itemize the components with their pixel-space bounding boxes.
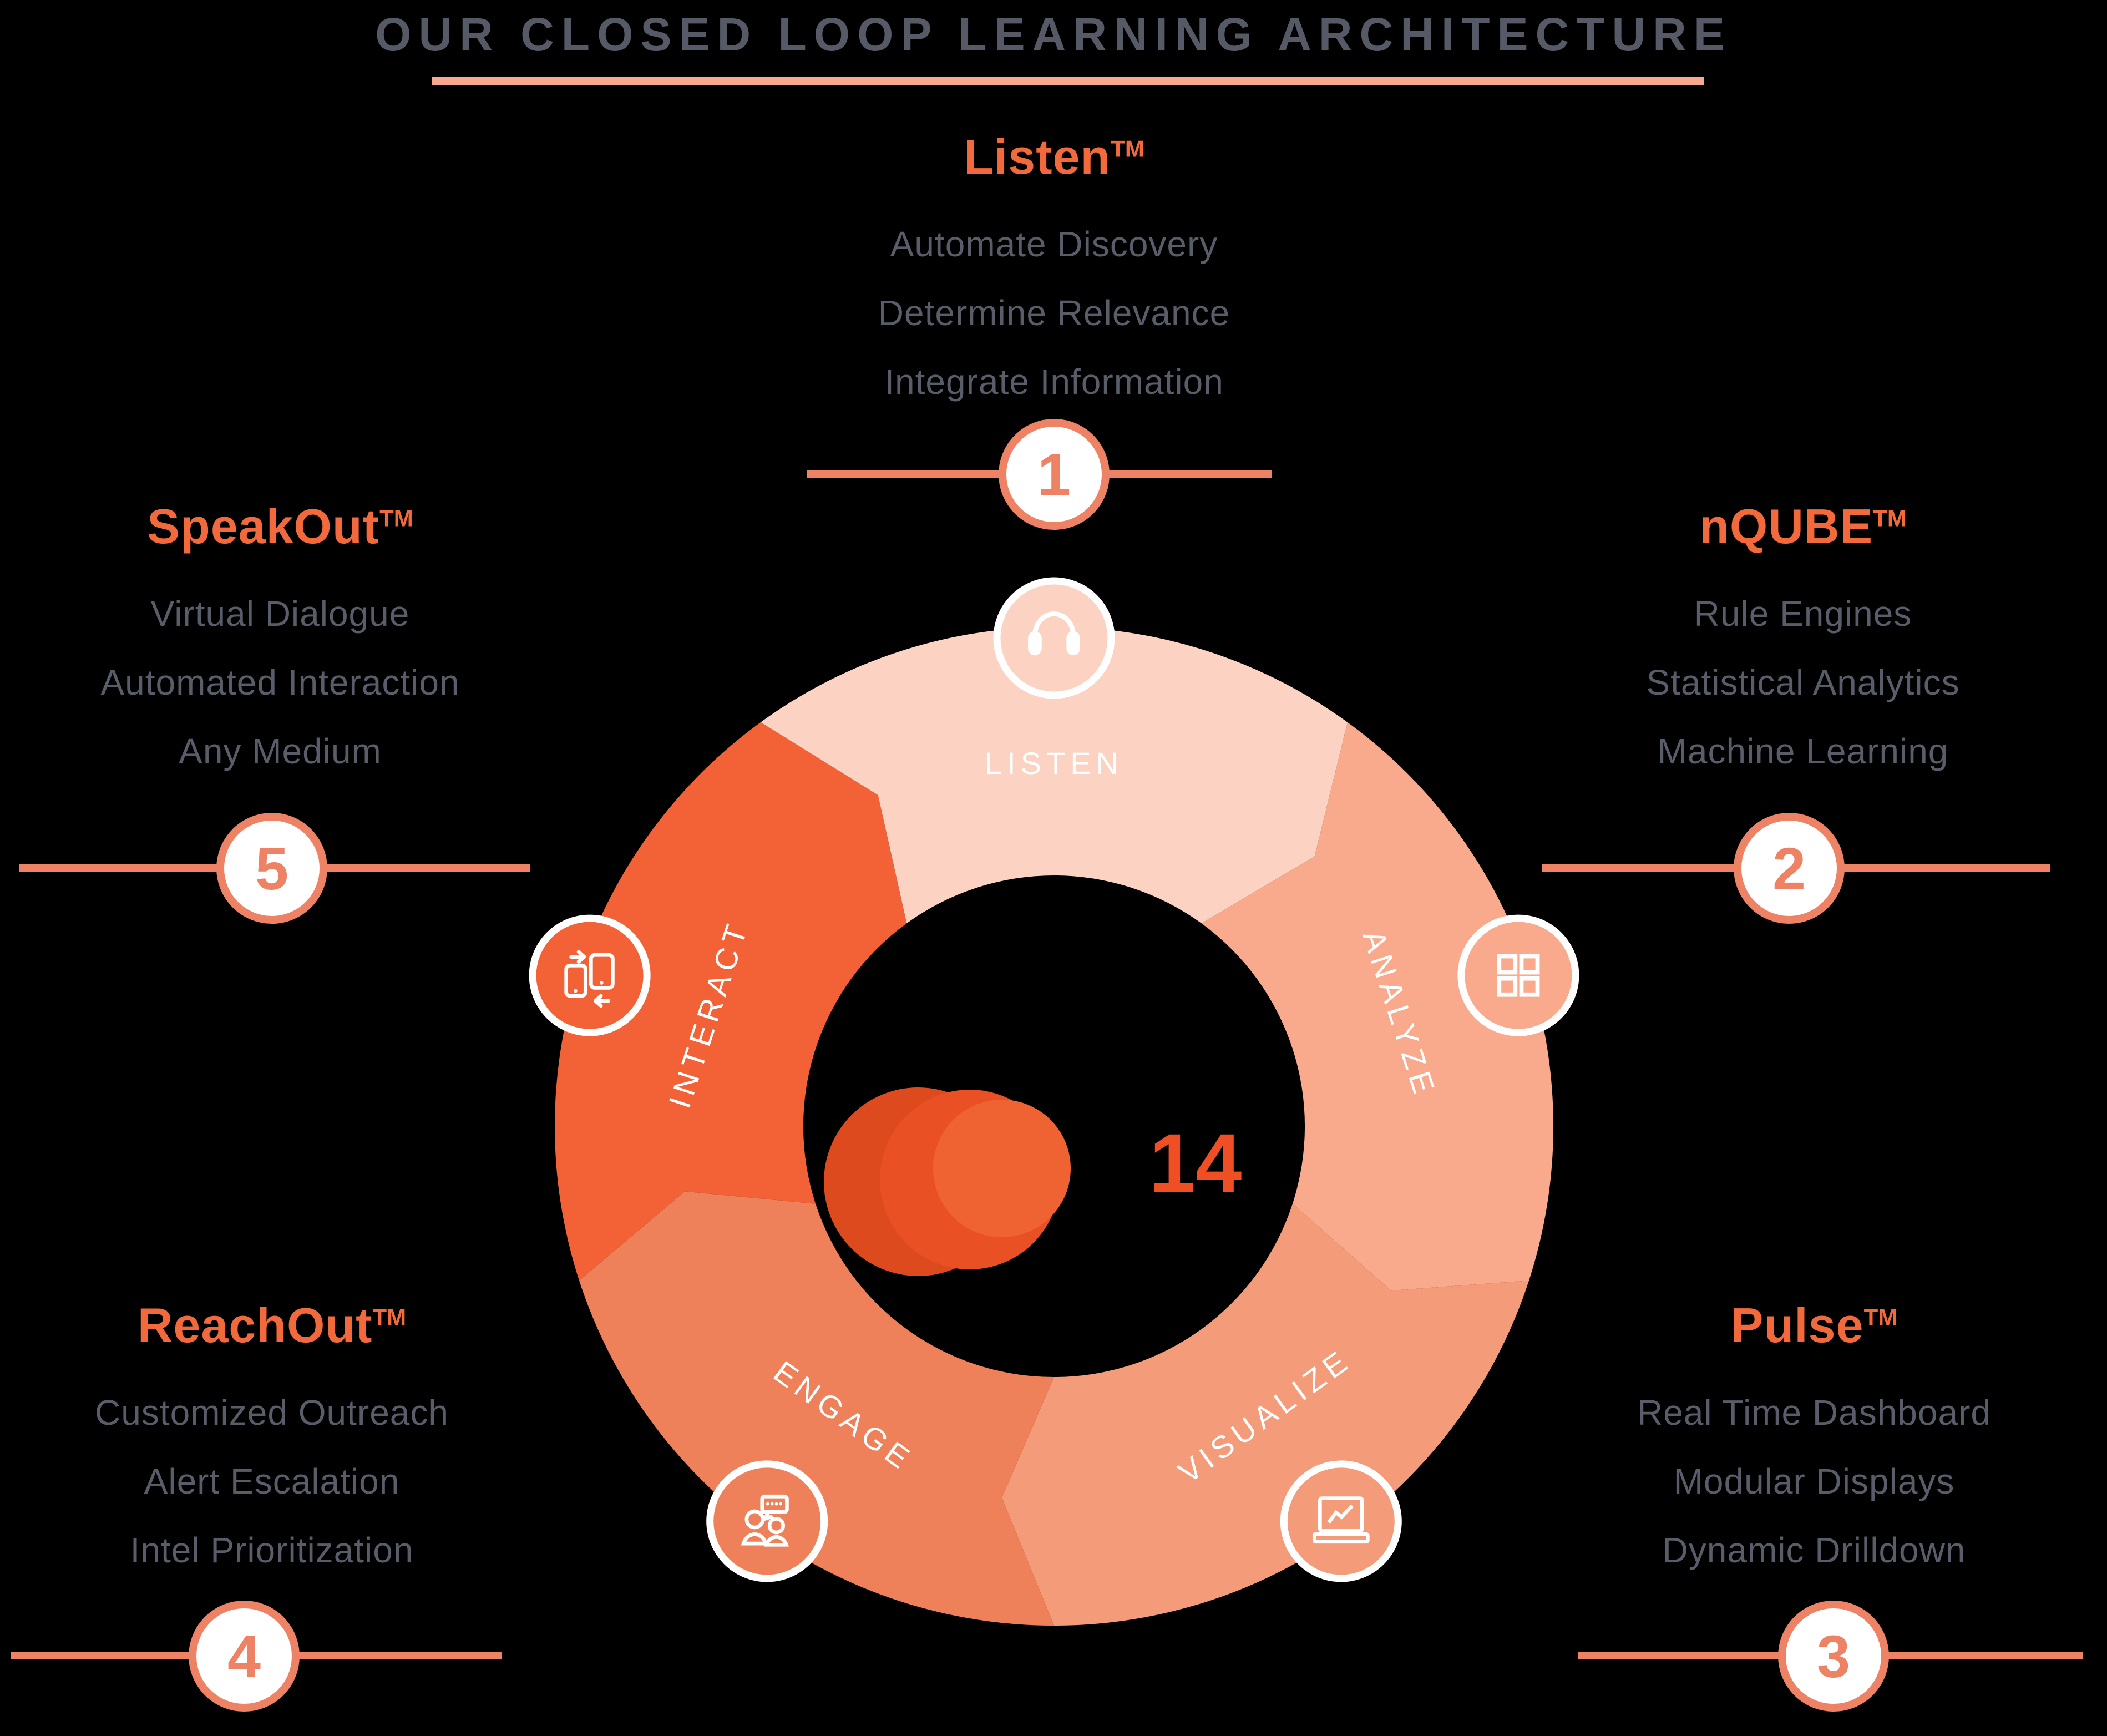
step-number: 5: [255, 834, 289, 902]
connector-step-4: 4: [11, 1601, 502, 1712]
connector-step-5: 5: [19, 813, 530, 924]
badge-engage: [706, 1460, 828, 1582]
badge-analyze: [1457, 914, 1579, 1036]
badge-listen: [993, 577, 1115, 699]
product-name-pulse: PulseTM: [1730, 1298, 1898, 1353]
ring-segments: [554, 627, 1554, 1626]
connector-step-2: 2: [1542, 813, 2050, 924]
feature-item: Automated Interaction: [100, 662, 460, 702]
feature-list-speakout: Virtual Dialogue Automated Interaction A…: [0, 579, 585, 786]
step-number: 2: [1772, 834, 1806, 902]
segment-visualize: [1001, 1203, 1529, 1626]
section-reachout: ReachOutTM Customized Outreach Alert Esc…: [0, 1297, 577, 1585]
section-speakout: SpeakOutTM Virtual Dialogue Automated In…: [0, 498, 585, 786]
feature-item: Virtual Dialogue: [150, 594, 410, 634]
section-listen: ListenTM Automate Discovery Determine Re…: [693, 129, 1415, 416]
step-number: 3: [1816, 1622, 1851, 1690]
badge-visualize: [1280, 1460, 1402, 1582]
feature-list-pulse: Real Time Dashboard Modular Displays Dyn…: [1509, 1378, 2107, 1585]
feature-item: Integrate Information: [884, 362, 1224, 402]
step-number-circle: 4: [189, 1601, 300, 1712]
feature-item: Any Medium: [179, 731, 382, 771]
feature-list-listen: Automate Discovery Determine Relevance I…: [693, 210, 1415, 416]
product-name-listen: ListenTM: [964, 129, 1144, 184]
feature-item: Determine Relevance: [878, 293, 1230, 333]
feature-item: Alert Escalation: [144, 1461, 400, 1501]
connector-step-1: 1: [807, 419, 1272, 530]
feature-item: Statistical Analytics: [1646, 662, 1960, 702]
ring-label-listen: LISTEN: [985, 746, 1123, 781]
step-number: 4: [227, 1622, 261, 1690]
ring-center: 14: [824, 1087, 1242, 1276]
trademark: TM: [372, 1304, 407, 1330]
trademark: TM: [1863, 1304, 1898, 1330]
product-name-nqube: nQUBETM: [1699, 499, 1907, 554]
feature-item: Machine Learning: [1657, 731, 1949, 771]
section-nqube: nQUBETM Rule Engines Statistical Analyti…: [1498, 498, 2107, 786]
feature-item: Rule Engines: [1694, 594, 1912, 634]
segment-analyze: [1201, 722, 1554, 1291]
segment-listen: [761, 627, 1348, 924]
trademark: TM: [1111, 135, 1144, 162]
step-number: 1: [1037, 441, 1071, 508]
feature-item: Customized Outreach: [95, 1393, 449, 1433]
segment-engage: [579, 1191, 1054, 1626]
product-name-reachout: ReachOutTM: [137, 1298, 407, 1353]
segment-interact: [554, 722, 907, 1281]
trademark: TM: [1873, 505, 1907, 532]
center-logo-blob: [933, 1100, 1071, 1237]
feature-item: Automate Discovery: [890, 224, 1218, 264]
connector-step-3: 3: [1578, 1601, 2083, 1712]
feature-list-reachout: Customized Outreach Alert Escalation Int…: [0, 1378, 577, 1585]
product-name-speakout: SpeakOutTM: [147, 499, 413, 554]
section-pulse: PulseTM Real Time Dashboard Modular Disp…: [1509, 1297, 2107, 1585]
trademark: TM: [379, 505, 413, 532]
feature-item: Real Time Dashboard: [1637, 1393, 1991, 1433]
title-underline: [432, 77, 1704, 85]
feature-list-nqube: Rule Engines Statistical Analytics Machi…: [1498, 579, 2107, 786]
feature-item: Intel Prioritization: [130, 1530, 414, 1570]
feature-item: Modular Displays: [1673, 1461, 1955, 1501]
ring-badges: [529, 577, 1579, 1582]
feature-item: Dynamic Drilldown: [1662, 1530, 1966, 1570]
center-number: 14: [1149, 1116, 1242, 1209]
page-title: OUR CLOSED LOOP LEARNING ARCHITECTURE: [375, 8, 1732, 60]
